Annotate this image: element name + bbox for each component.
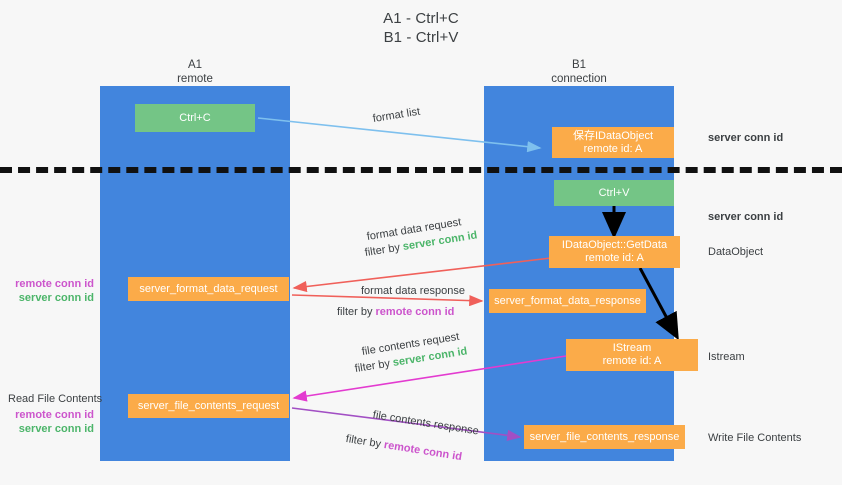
node-istream[interactable]: IStream remote id: A <box>566 339 698 371</box>
node-server-file-contents-request[interactable]: server_file_contents_request <box>128 394 289 418</box>
edge-label-format-data-response: format data response <box>361 285 465 297</box>
edge-label-format-data-response-filter: filter by remote conn id <box>337 305 454 319</box>
node-idataobject-getdata-line1: IDataObject::GetData <box>561 239 668 251</box>
right-annotation-server-conn-id-2: server conn id <box>708 211 784 223</box>
node-save-idataobject-line1: 保存IDataObject <box>572 129 654 142</box>
column-header-a1: A1 remote <box>100 58 290 86</box>
node-save-idataobject-line2: remote id: A <box>583 142 643 155</box>
page-title: A1 - Ctrl+C B1 - Ctrl+V <box>0 9 842 47</box>
node-ctrl-c-label: Ctrl+C <box>179 111 211 124</box>
node-server-format-data-response-label: server_format_data_response <box>494 294 641 307</box>
filter-prefix: filter by <box>363 241 404 260</box>
edge-label-file-contents-response-filter: filter by remote conn id <box>345 432 463 464</box>
column-header-a1-name: A1 <box>187 59 203 71</box>
left-annotation-server-conn-id-1: server conn id <box>18 292 94 304</box>
node-server-file-contents-response[interactable]: server_file_contents_response <box>524 425 685 449</box>
left-annotation-group-2: remote conn id server conn id <box>8 408 94 436</box>
node-idataobject-getdata-line2: remote id: A <box>585 252 644 264</box>
node-server-file-contents-request-label: server_file_contents_request <box>137 399 280 412</box>
right-annotation-istream: Istream <box>708 351 745 363</box>
node-istream-line2: remote id: A <box>602 355 662 367</box>
node-ctrl-v[interactable]: Ctrl+V <box>554 180 674 206</box>
left-annotation-remote-conn-id-1: remote conn id <box>15 278 94 290</box>
phase-divider <box>0 167 842 173</box>
filter-prefix: filter by <box>353 357 394 376</box>
title-line-2: B1 - Ctrl+V <box>383 29 459 46</box>
column-header-b1: B1 connection <box>484 58 674 86</box>
right-annotation-dataobject: DataObject <box>708 246 764 258</box>
left-annotation-group-1: remote conn id server conn id <box>8 277 94 305</box>
node-server-format-data-response[interactable]: server_format_data_response <box>489 289 646 313</box>
filter-value-remote-conn-id: remote conn id <box>383 439 463 464</box>
left-annotation-remote-conn-id-2: remote conn id <box>15 409 94 421</box>
column-header-b1-name: B1 <box>571 59 587 71</box>
node-istream-line1: IStream <box>612 342 652 354</box>
left-annotation-read-file-contents: Read File Contents <box>8 393 103 405</box>
right-annotation-write-file-contents: Write File Contents <box>708 432 802 444</box>
column-header-b1-sub: connection <box>551 73 607 85</box>
edge-label-format-list: format list <box>371 105 421 126</box>
column-header-a1-sub: remote <box>177 73 213 85</box>
filter-value-remote-conn-id: remote conn id <box>375 306 455 318</box>
node-ctrl-c[interactable]: Ctrl+C <box>135 104 255 132</box>
edge-label-file-contents-response: file contents response <box>371 408 480 438</box>
node-server-format-data-request-label: server_format_data_request <box>139 282 278 295</box>
node-server-file-contents-response-label: server_file_contents_response <box>529 430 680 443</box>
title-line-1: A1 - Ctrl+C <box>383 10 459 27</box>
node-ctrl-v-label: Ctrl+V <box>598 186 630 199</box>
filter-prefix: filter by <box>344 432 385 451</box>
node-idataobject-getdata[interactable]: IDataObject::GetData remote id: A <box>549 236 680 268</box>
filter-prefix: filter by <box>337 306 376 318</box>
right-annotation-server-conn-id-1: server conn id <box>708 132 784 144</box>
node-save-idataobject[interactable]: 保存IDataObject remote id: A <box>552 127 674 158</box>
node-server-format-data-request[interactable]: server_format_data_request <box>128 277 289 301</box>
left-annotation-server-conn-id-2: server conn id <box>18 423 94 435</box>
